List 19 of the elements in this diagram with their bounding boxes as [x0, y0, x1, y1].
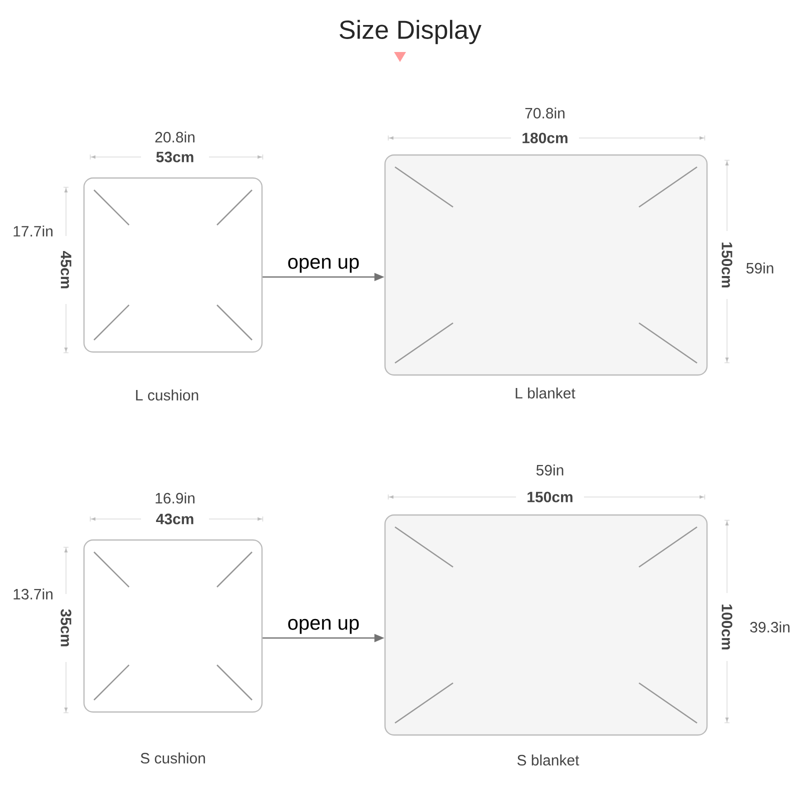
- cushion-drawing: [83, 539, 263, 713]
- node-label: S blanket: [517, 754, 580, 766]
- edge-label: open up: [288, 618, 359, 634]
- dimension-label: 100cm: [722, 604, 732, 650]
- node-label: S cushion: [140, 752, 205, 764]
- edge-label: open up: [288, 258, 359, 273]
- dimension-label: 39.3in: [750, 622, 790, 632]
- blanket-drawing: [384, 154, 708, 376]
- node-label: L blanket: [516, 388, 576, 398]
- node-label: L cushion: [136, 390, 198, 400]
- dimension-label: 17.7in: [14, 226, 52, 236]
- dimension-label: 13.7in: [14, 588, 52, 600]
- dimension-label: 53cm: [156, 152, 194, 162]
- blanket-drawing: [384, 514, 708, 736]
- title: Size Display: [340, 20, 482, 44]
- dimension-label: 43cm: [156, 514, 194, 524]
- dimension-label: 150cm: [722, 242, 732, 288]
- dimension-label: 59in: [746, 262, 774, 274]
- cushion-drawing: [83, 177, 263, 353]
